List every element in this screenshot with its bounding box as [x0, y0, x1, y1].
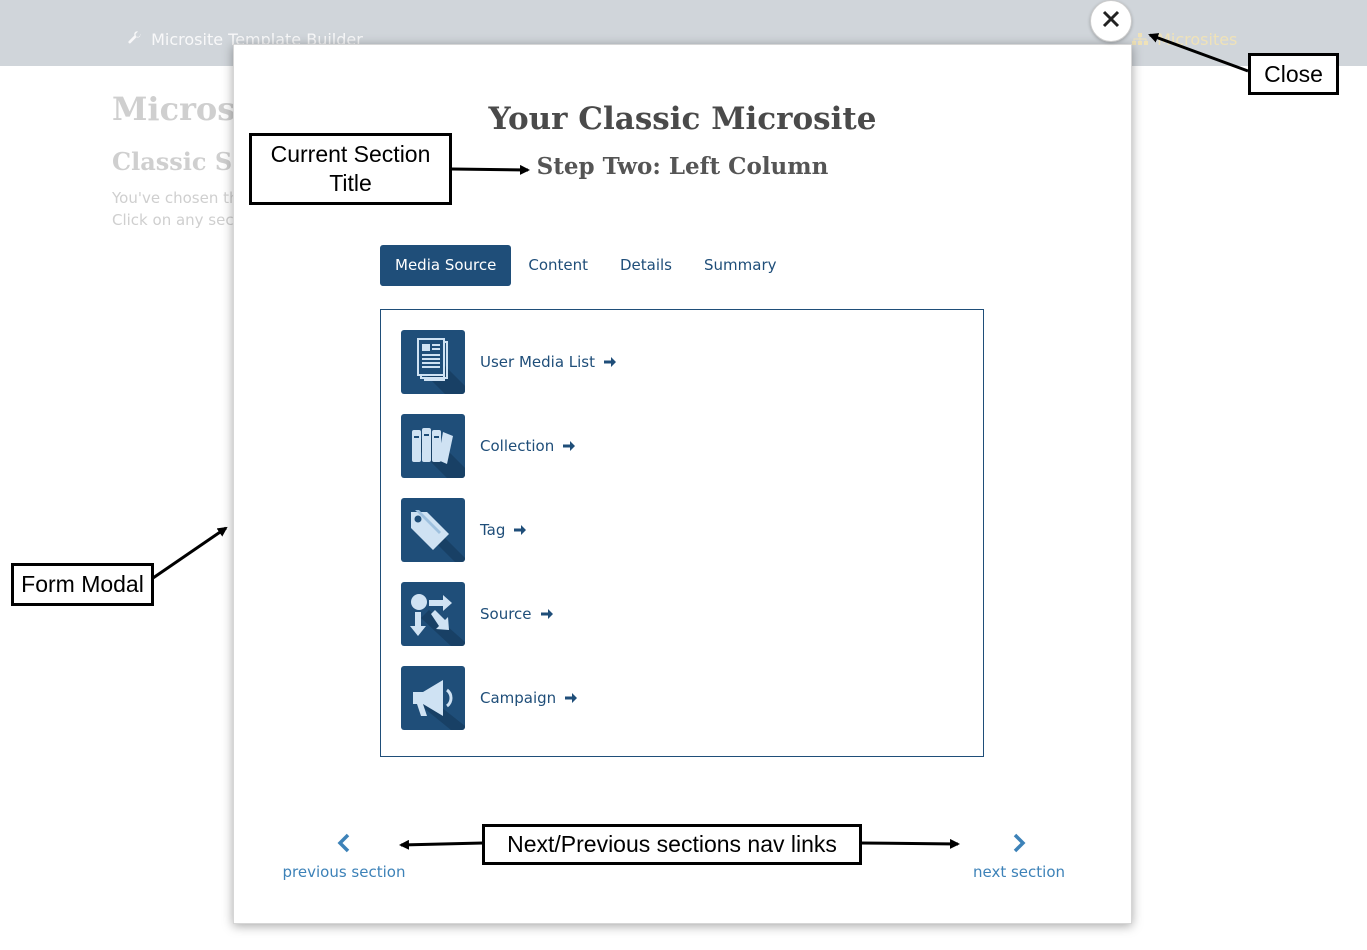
arrow-to-section-title — [451, 164, 530, 175]
page-subtitle: Classic Sit — [112, 147, 253, 176]
media-source-list: User Media List Collection — [380, 309, 984, 757]
list-item-tag[interactable]: Tag — [401, 498, 527, 562]
section-tabs: Media Source Content Details Summary — [380, 245, 792, 286]
current-section-title: Step Two: Left Column — [536, 153, 829, 180]
list-item-campaign[interactable]: Campaign — [401, 666, 578, 730]
next-section-label: next section — [972, 863, 1066, 881]
megaphone-icon — [401, 666, 465, 730]
source-label: Collection — [480, 437, 555, 455]
tab-media-source[interactable]: Media Source — [380, 245, 512, 286]
intro-line: You've chosen th — [112, 189, 239, 207]
document-list-icon — [401, 330, 465, 394]
wrench-icon — [128, 30, 142, 49]
previous-section-link[interactable]: previous section — [274, 833, 414, 881]
annotation-section-title: Current Section Title — [249, 133, 452, 205]
books-icon — [401, 414, 465, 478]
annotation-section-title-line: Current Section — [270, 141, 431, 167]
arrow-right-icon — [603, 355, 617, 369]
page-intro: You've chosen th Click on any sect — [112, 187, 239, 231]
arrow-right-icon — [513, 523, 527, 537]
next-section-link[interactable]: next section — [949, 833, 1089, 881]
source-label: User Media List — [480, 353, 595, 371]
arrow-right-icon — [562, 439, 576, 453]
annotation-form-modal: Form Modal — [11, 563, 154, 606]
tab-summary[interactable]: Summary — [704, 256, 777, 274]
sitemap-icon — [1132, 30, 1153, 49]
previous-section-label: previous section — [282, 863, 406, 881]
arrow-to-close — [1148, 33, 1249, 73]
annotation-nav-links: Next/Previous sections nav links — [482, 824, 862, 865]
annotation-nav-links-label: Next/Previous sections nav links — [507, 831, 837, 857]
arrow-to-next-link — [859, 838, 960, 849]
modal-title: Your Classic Microsite — [488, 101, 877, 137]
tab-details[interactable]: Details — [620, 256, 673, 274]
intro-line: Click on any sect — [112, 211, 240, 229]
chevron-left-icon — [274, 833, 414, 855]
page-title: Microsi — [112, 90, 248, 128]
list-item-collection[interactable]: Collection — [401, 414, 576, 478]
annotation-close: Close — [1248, 53, 1339, 95]
list-item-user-media-list[interactable]: User Media List — [401, 330, 617, 394]
close-icon — [1102, 10, 1120, 32]
annotation-section-title-line: Title — [329, 170, 372, 196]
tab-content[interactable]: Content — [528, 256, 588, 274]
source-label: Campaign — [480, 689, 557, 707]
tags-icon — [401, 498, 465, 562]
annotation-close-label: Close — [1264, 60, 1323, 87]
arrow-right-icon — [564, 691, 578, 705]
list-item-source[interactable]: Source — [401, 582, 554, 646]
source-label: Tag — [480, 521, 506, 539]
arrow-to-form-modal — [152, 526, 228, 580]
arrow-to-previous-link — [399, 839, 484, 850]
source-arrows-icon — [401, 582, 465, 646]
source-label: Source — [480, 605, 532, 623]
close-button[interactable] — [1090, 0, 1132, 42]
annotation-form-modal-label: Form Modal — [21, 571, 144, 597]
chevron-right-icon — [949, 833, 1089, 855]
arrow-right-icon — [540, 607, 554, 621]
